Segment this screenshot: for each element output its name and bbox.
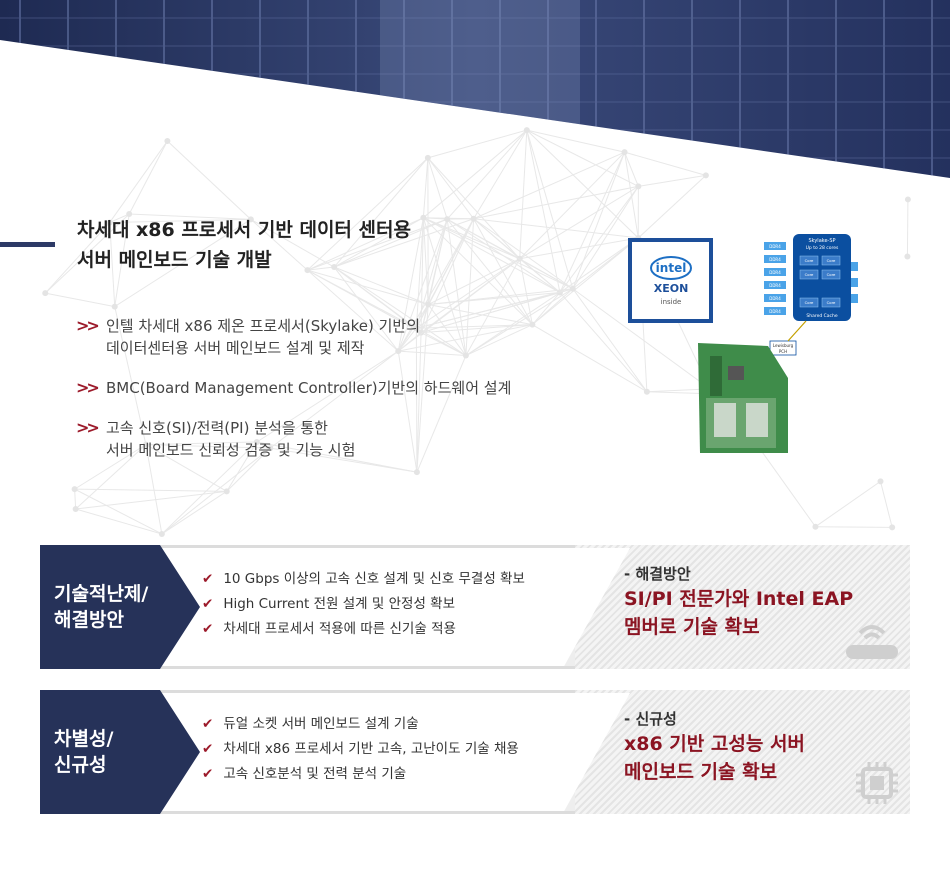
check-item: ✔ 듀얼 소켓 서버 메인보드 설계 기술 [202, 712, 519, 737]
ddr4-block [764, 307, 786, 315]
hero-banner [0, 0, 950, 185]
feature-text: 인텔 차세대 x86 제온 프로세서(Skylake) 기반의 [106, 317, 420, 335]
checkmark-icon: ✔ [202, 571, 214, 587]
core-label: Core [827, 300, 836, 305]
challenge-solution-row: 기술적난제/ 해결방안 ✔ 10 Gbps 이상의 고속 신호 설계 및 신호 무… [40, 545, 910, 669]
row-label-box [40, 690, 200, 814]
inside-text: inside [661, 298, 682, 306]
ddr4-block [764, 294, 786, 302]
checkmark-icon: ✔ [202, 621, 214, 637]
ddr4-label: DDR4 [769, 296, 781, 301]
router-icon [846, 625, 898, 659]
solution-text: 메인보드 기술 확보 [624, 761, 778, 783]
core-block [821, 297, 841, 308]
feature-list: >> 인텔 차세대 x86 제온 프로세서(Skylake) 기반의 데이터센터… [76, 315, 596, 479]
solution-text: SI/PI 전문가와 Intel EAP [624, 588, 854, 610]
check-text: 고속 신호분석 및 전력 분석 기술 [223, 766, 407, 782]
core-block [799, 255, 819, 266]
pch-label: Lewisburg [773, 343, 794, 348]
processor-visual: intel XEON inside Skylake-SP Up to 28 co… [628, 234, 858, 453]
ddr4-label: DDR4 [769, 309, 781, 314]
network-pattern [42, 127, 911, 537]
hatched-panel [575, 690, 910, 814]
core-block [821, 269, 841, 280]
ddr4-label: DDR4 [769, 283, 781, 288]
server-board-image [698, 343, 788, 453]
row-label-line: 해결방안 [54, 609, 124, 631]
double-chevron-icon: >> [76, 418, 100, 437]
ddr4-label: DDR4 [769, 244, 781, 249]
pch-label-2: PCH [779, 349, 787, 354]
shared-cache-label: Shared Cache [806, 313, 837, 319]
feature-item: >> 고속 신호(SI)/전력(PI) 분석을 통한 서버 메인보드 신뢰성 검… [76, 417, 596, 461]
xeon-text: XEON [654, 282, 689, 295]
row-label-line: 기술적난제/ [54, 583, 149, 605]
row-label-line: 차별성/ [54, 728, 114, 750]
check-text: 10 Gbps 이상의 고속 신호 설계 및 신호 무결성 확보 [223, 571, 525, 587]
title-line-2: 서버 메인보드 기술 개발 [77, 249, 272, 271]
page-title: 차세대 x86 프로세서 기반 데이터 센터용 서버 메인보드 기술 개발 [77, 215, 411, 275]
core-label: Core [805, 300, 814, 305]
checkmark-icon: ✔ [202, 716, 214, 732]
ddr4-block [764, 268, 786, 276]
feature-text: 고속 신호(SI)/전력(PI) 분석을 통한 [106, 419, 328, 437]
check-item: ✔ 차세대 프로세서 적용에 따른 신기술 적용 [202, 617, 525, 642]
check-text: High Current 전원 설계 및 안정성 확보 [223, 596, 455, 612]
ddr4-label: DDR4 [769, 270, 781, 275]
solution-text: x86 기반 고성능 서버 [624, 733, 805, 755]
diagram-title: Skylake-SP [808, 238, 835, 244]
check-item: ✔ 고속 신호분석 및 전력 분석 기술 [202, 762, 519, 787]
double-chevron-icon: >> [76, 378, 100, 397]
row-label: 차별성/ 신규성 [54, 690, 113, 814]
core-label: Core [827, 258, 836, 263]
check-text: 듀얼 소켓 서버 메인보드 설계 기술 [223, 716, 419, 732]
row-label-box [40, 545, 200, 669]
core-block [799, 269, 819, 280]
diagram-subtitle: Up to 28 cores [806, 245, 839, 251]
core-label: Core [805, 272, 814, 277]
feature-item: >> 인텔 차세대 x86 제온 프로세서(Skylake) 기반의 데이터센터… [76, 315, 596, 359]
feature-text: 데이터센터용 서버 메인보드 설계 및 제작 [106, 339, 365, 357]
ddr4-label: DDR4 [769, 257, 781, 262]
chip-icon [856, 762, 898, 804]
solution-heading: - 신규성 [624, 710, 677, 728]
title-accent-bar [0, 242, 55, 247]
check-list: ✔ 듀얼 소켓 서버 메인보드 설계 기술 ✔ 차세대 x86 프로세서 기반 고속… [202, 712, 519, 787]
intel-xeon-badge: intel XEON inside [628, 238, 713, 323]
checkmark-icon: ✔ [202, 596, 214, 612]
check-item: ✔ 10 Gbps 이상의 고속 신호 설계 및 신호 무결성 확보 [202, 567, 525, 592]
feature-text: 서버 메인보드 신뢰성 검증 및 기능 시험 [106, 441, 356, 459]
row-label: 기술적난제/ 해결방안 [54, 545, 148, 669]
check-text: 차세대 프로세서 적용에 따른 신기술 적용 [223, 621, 456, 637]
core-block [799, 297, 819, 308]
differentiation-row: 차별성/ 신규성 ✔ 듀얼 소켓 서버 메인보드 설계 기술 ✔ 차세대 x86 프… [40, 690, 910, 814]
check-text: 차세대 x86 프로세서 기반 고속, 고난이도 기술 채용 [223, 741, 519, 757]
check-item: ✔ 차세대 x86 프로세서 기반 고속, 고난이도 기술 채용 [202, 737, 519, 762]
feature-text: BMC(Board Management Controller)기반의 하드웨어… [106, 379, 512, 397]
row-label-line: 신규성 [54, 754, 107, 776]
solution-block: - 신규성 x86 기반 고성능 서버 메인보드 기술 확보 [624, 708, 805, 786]
check-list: ✔ 10 Gbps 이상의 고속 신호 설계 및 신호 무결성 확보 ✔ High … [202, 567, 525, 642]
check-item: ✔ High Current 전원 설계 및 안정성 확보 [202, 592, 525, 617]
core-label: Core [805, 258, 814, 263]
ddr4-block [764, 281, 786, 289]
checkmark-icon: ✔ [202, 766, 214, 782]
skylake-block-diagram: Skylake-SP Up to 28 cores Shared Cache L… [764, 234, 858, 356]
ddr4-block [764, 255, 786, 263]
solution-block: - 해결방안 SI/PI 전문가와 Intel EAP 멤버로 기술 확보 [624, 563, 853, 641]
intel-brand-text: intel [656, 261, 687, 275]
double-chevron-icon: >> [76, 316, 100, 335]
title-line-1: 차세대 x86 프로세서 기반 데이터 센터용 [77, 219, 411, 241]
solution-text: 멤버로 기술 확보 [624, 616, 760, 638]
feature-item: >> BMC(Board Management Controller)기반의 하… [76, 377, 596, 399]
upi-block [851, 294, 858, 303]
upi-block [851, 262, 858, 271]
solution-heading: - 해결방안 [624, 565, 691, 583]
checkmark-icon: ✔ [202, 741, 214, 757]
ddr4-block [764, 242, 786, 250]
upi-block [851, 278, 858, 287]
core-label: Core [827, 272, 836, 277]
core-block [821, 255, 841, 266]
